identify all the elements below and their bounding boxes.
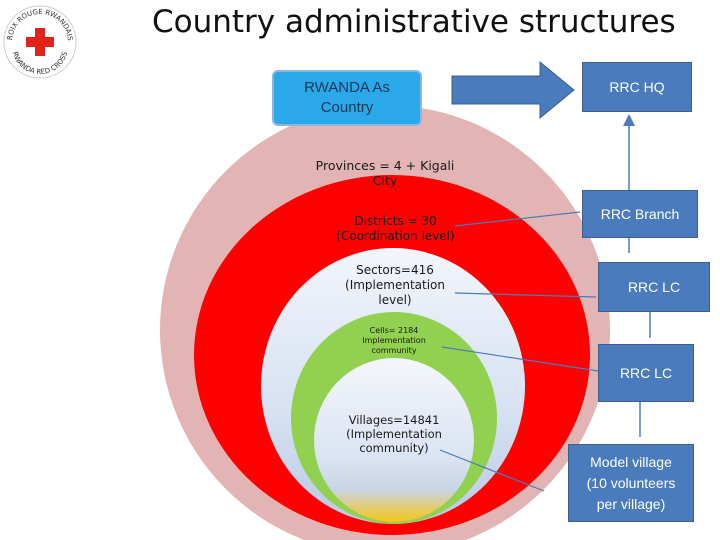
- sectors-label: Sectors=416 (Implementation level): [330, 263, 460, 308]
- rrc-lc-box-1: RRC LC: [598, 262, 710, 312]
- model-village-line3: per village): [596, 495, 666, 512]
- sectors-label-line1: Sectors=416: [356, 263, 434, 277]
- page-title: Country administrative structures: [152, 4, 676, 40]
- red-cross-icon: [26, 28, 54, 56]
- country-to-hq-arrow: [451, 60, 575, 120]
- villages-circle: [314, 358, 474, 522]
- villages-pointer-line: [439, 449, 545, 492]
- villages-label-line3: community): [359, 441, 429, 455]
- districts-label-line1: Districts = 30: [354, 214, 437, 228]
- rrc-hq-box: RRC HQ: [582, 62, 692, 112]
- sectors-label-line2: (Implementation: [345, 278, 445, 292]
- model-village-box: Model village (10 volunteers per village…: [568, 444, 694, 522]
- provinces-label-line1: Provinces = 4 + Kigali: [315, 158, 455, 173]
- provinces-label: Provinces = 4 + Kigali City: [300, 158, 470, 188]
- rwanda-red-cross-logo: CROIX ROUGE RWANDAISE RWANDA RED CROSS: [0, 0, 77, 79]
- districts-pointer-line: [454, 211, 581, 227]
- rwanda-country-box: RWANDA As Country: [272, 70, 422, 126]
- cells-pointer-line: [441, 346, 599, 372]
- cells-label-line3: community: [371, 346, 417, 355]
- villages-label-line2: (Implementation: [346, 427, 442, 441]
- model-village-line1: Model village: [590, 453, 672, 470]
- cells-label-line2: Implementation: [362, 336, 426, 345]
- model-village-line2: (10 volunteers: [586, 474, 676, 491]
- provinces-label-line2: City: [372, 173, 398, 188]
- districts-label-line2: (Coordination level): [336, 229, 455, 243]
- sectors-pointer-line: [454, 292, 597, 298]
- districts-label: Districts = 30 (Coordination level): [318, 214, 473, 244]
- rwanda-box-line2: Country: [320, 99, 374, 116]
- cells-label: Cells= 2184 Implementation community: [344, 326, 444, 356]
- villages-label-line1: Villages=14841: [348, 413, 440, 427]
- rrc-lc-box-2: RRC LC: [598, 344, 694, 402]
- sectors-label-line3: level): [378, 293, 412, 307]
- rwanda-box-line1: RWANDA As: [304, 79, 390, 96]
- cells-label-line1: Cells= 2184: [369, 326, 419, 335]
- villages-label: Villages=14841 (Implementation community…: [334, 413, 454, 455]
- rrc-branch-box: RRC Branch: [582, 190, 698, 238]
